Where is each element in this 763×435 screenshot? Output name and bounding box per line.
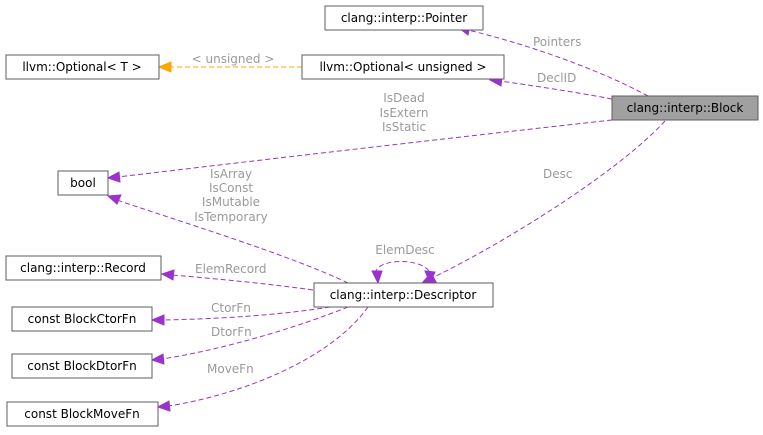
edge-elemrecord (171, 274, 314, 291)
node-dtorfn-label: const BlockDtorFn (27, 359, 137, 373)
node-movefn[interactable]: const BlockMoveFn (6, 401, 159, 427)
edge-label-declid: DeclID (537, 71, 576, 85)
node-record[interactable]: clang::interp::Record (5, 255, 162, 281)
edge-label-elemrecord: ElemRecord (195, 262, 266, 276)
node-ctorfn[interactable]: const BlockCtorFn (11, 306, 153, 332)
edge-desc (431, 120, 666, 279)
edge-dtorfn-arrowhead (150, 353, 165, 365)
edge-block-bool-arrowhead (106, 171, 121, 183)
node-optional-unsigned[interactable]: llvm::Optional< unsigned > (301, 54, 505, 80)
edge-label-istemporary: IsTemporary (194, 210, 267, 224)
edge-label-ismutable: IsMutable (202, 195, 260, 209)
edge-label-unsigned: < unsigned > (192, 52, 275, 66)
node-block[interactable]: clang::interp::Block (611, 95, 759, 121)
node-bool-label: bool (70, 176, 96, 190)
edge-movefn-arrowhead (156, 400, 171, 412)
edge-label-isconst: IsConst (209, 181, 253, 195)
edge-label-isextern: IsExtern (380, 106, 429, 120)
edge-label-isstatic: IsStatic (382, 120, 426, 134)
edge-label-elemdesc: ElemDesc (375, 243, 434, 257)
edge-pointers (467, 29, 649, 97)
edge-label-pointers: Pointers (533, 35, 581, 49)
node-ctorfn-label: const BlockCtorFn (28, 312, 137, 326)
edge-block-bool (117, 119, 613, 178)
edge-elemrecord-arrowhead (160, 269, 175, 281)
node-bool[interactable]: bool (57, 170, 109, 196)
edge-label-movefn: MoveFn (207, 362, 254, 376)
edge-label-isdead: IsDead (383, 91, 424, 105)
node-descriptor-label: clang::interp::Descriptor (330, 288, 477, 302)
node-optional-t[interactable]: llvm::Optional< T > (5, 54, 160, 80)
edge-ctorfn (161, 306, 331, 321)
edge-template-arrowhead (157, 61, 172, 73)
edge-label-isarray: IsArray (210, 167, 252, 181)
node-block-label: clang::interp::Block (627, 101, 744, 115)
edge-movefn (167, 306, 369, 407)
edge-elemdesc-arrowhead-left (371, 270, 383, 285)
edge-desc-bool-arrowhead (106, 194, 122, 205)
edge-dtorfn (161, 306, 349, 360)
node-pointer-label: clang::interp::Pointer (341, 11, 467, 25)
edge-label-desc: Desc (543, 167, 572, 181)
node-dtorfn[interactable]: const BlockDtorFn (11, 353, 153, 379)
edge-label-ctorfn: CtorFn (211, 301, 251, 315)
node-optional-t-label: llvm::Optional< T > (22, 60, 141, 74)
edge-ctorfn-arrowhead (150, 314, 165, 326)
edge-declid (499, 80, 613, 100)
node-pointer[interactable]: clang::interp::Pointer (324, 5, 484, 31)
node-optional-unsigned-label: llvm::Optional< unsigned > (319, 60, 486, 74)
edge-elemdesc-arrowhead-right (424, 270, 436, 285)
edge-desc-bool (116, 199, 349, 284)
edge-label-dtorfn: DtorFn (211, 325, 252, 339)
node-record-label: clang::interp::Record (20, 261, 146, 275)
edge-elemdesc-loop (374, 261, 432, 282)
node-movefn-label: const BlockMoveFn (24, 407, 139, 421)
node-descriptor[interactable]: clang::interp::Descriptor (313, 282, 494, 308)
